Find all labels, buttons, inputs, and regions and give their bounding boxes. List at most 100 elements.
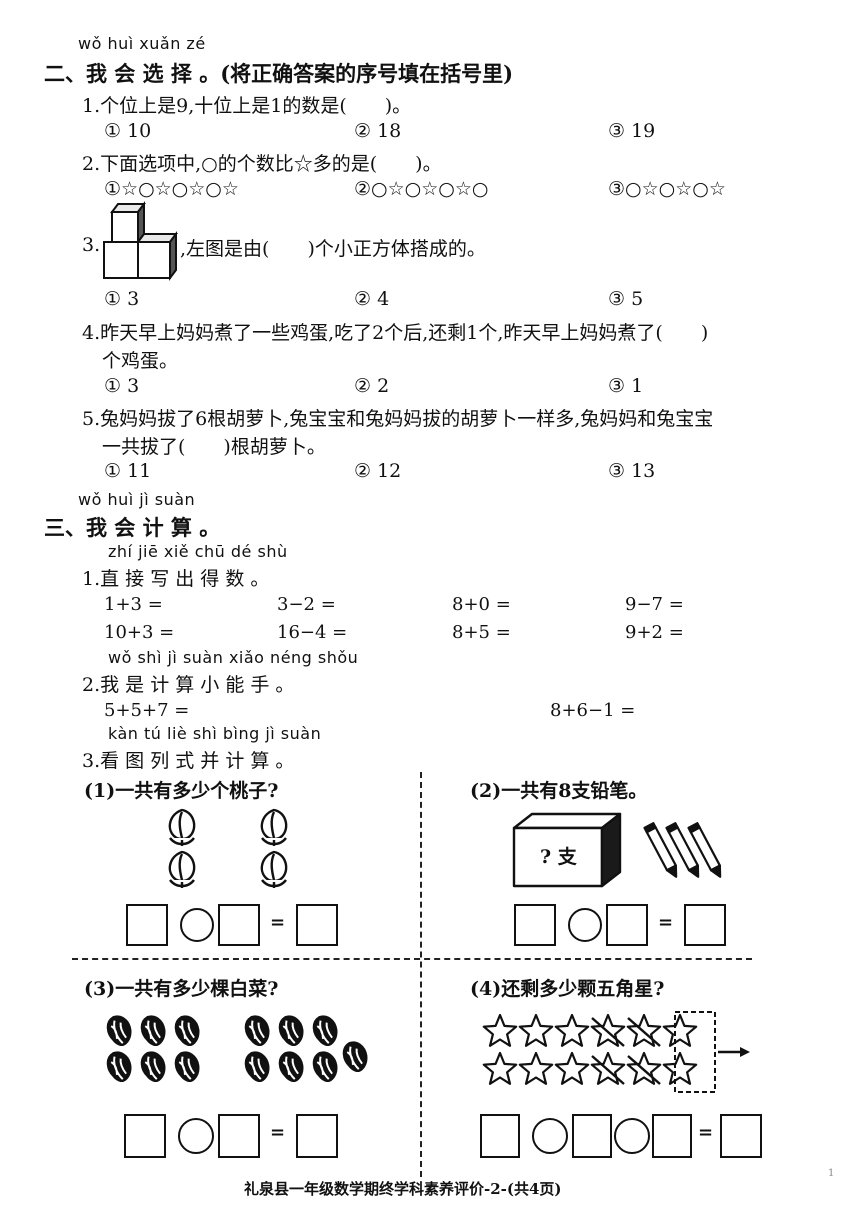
star-icon <box>662 1013 698 1047</box>
cube-stack-figure <box>103 201 178 281</box>
answer-box[interactable] <box>572 1114 612 1158</box>
star-icon <box>662 1051 698 1085</box>
peach-group <box>168 808 288 888</box>
problem2-title: (2)一共有8支铅笔。 <box>470 780 648 802</box>
corner-mark: 1 <box>828 1168 835 1179</box>
cross-out-line <box>591 1055 625 1085</box>
answer-box[interactable] <box>720 1114 762 1158</box>
cabbage-icon <box>312 1015 338 1047</box>
equals-sign: = <box>270 912 286 933</box>
answer-box[interactable] <box>218 904 260 946</box>
answer-box[interactable] <box>514 904 556 946</box>
part1-title: 1.直 接 写 出 得 数 。 <box>82 568 270 590</box>
peach-icon <box>260 808 288 846</box>
cabbage-icon <box>140 1015 166 1047</box>
section2-title: 二、我 会 选 择 。(将正确答案的序号填在括号里) <box>44 61 514 86</box>
cabbage-icon <box>106 1051 132 1083</box>
star-icon <box>626 1051 662 1085</box>
q2-option-2: ②○☆○☆○☆○ <box>354 178 489 200</box>
cross-out-line <box>627 1017 661 1047</box>
q1-stem: 1.个位上是9,十位上是1的数是( )。 <box>82 95 412 117</box>
calc-6: 16−4 = <box>277 622 348 643</box>
cabbage-icon <box>140 1051 166 1083</box>
star-icon <box>482 1013 518 1047</box>
star-icon <box>590 1051 626 1085</box>
star-icon <box>518 1013 554 1047</box>
q5-option-3: ③ 13 <box>608 460 656 482</box>
answer-box[interactable] <box>126 904 168 946</box>
star-icon <box>518 1051 554 1085</box>
q3-stem: ,左图是由( )个小正方体搭成的。 <box>180 238 486 260</box>
dashed-selection-box <box>674 1011 716 1093</box>
problem3-title: (3)一共有多少棵白菜? <box>84 978 279 1000</box>
operator-circle[interactable] <box>532 1118 568 1154</box>
calc-chain-1: 5+5+7 = <box>104 700 190 721</box>
cabbage-icon <box>342 1041 368 1073</box>
page-footer: 礼泉县一年级数学期终学科素养评价-2-(共4页) <box>244 1180 562 1198</box>
part1-pinyin: zhí jiē xiě chū dé shù <box>108 542 288 561</box>
star-icon <box>590 1013 626 1047</box>
answer-box[interactable] <box>124 1114 166 1158</box>
calc-2: 3−2 = <box>277 594 336 615</box>
calc-chain-2: 8+6−1 = <box>550 700 636 721</box>
q3-option-2: ② 4 <box>354 288 390 310</box>
cabbage-icon <box>244 1015 270 1047</box>
star-group <box>482 1011 750 1093</box>
pencils-icon <box>643 822 722 878</box>
operator-circle[interactable] <box>568 908 602 942</box>
cross-out-line <box>591 1017 625 1047</box>
calc-4: 9−7 = <box>625 594 684 615</box>
cabbage-icon <box>278 1015 304 1047</box>
cabbage-icon <box>278 1051 304 1083</box>
cabbage-icon <box>244 1051 270 1083</box>
cabbage-icon <box>174 1015 200 1047</box>
q3-option-1: ① 3 <box>104 288 140 310</box>
answer-box[interactable] <box>480 1114 520 1158</box>
q5-option-2: ② 12 <box>354 460 402 482</box>
calc-7: 8+5 = <box>452 622 511 643</box>
cabbage-icon <box>312 1051 338 1083</box>
q2-option-3: ③○☆○☆○☆ <box>608 178 726 200</box>
cabbage-icon <box>174 1051 200 1083</box>
answer-box[interactable] <box>684 904 726 946</box>
part2-pinyin: wǒ shì jì suàn xiǎo néng shǒu <box>108 648 359 667</box>
operator-circle[interactable] <box>180 908 214 942</box>
q1-option-3: ③ 19 <box>608 120 656 142</box>
arrow-head-icon <box>740 1047 750 1057</box>
section3-title: 三、我 会 计 算 。 <box>44 515 221 540</box>
star-icon <box>554 1051 590 1085</box>
problem1-title: (1)一共有多少个桃子? <box>84 780 279 802</box>
calc-5: 10+3 = <box>104 622 175 643</box>
equals-sign: = <box>658 912 674 933</box>
part2-title: 2.我 是 计 算 小 能 手 。 <box>82 674 295 696</box>
cross-out-line <box>627 1055 661 1085</box>
q1-option-1: ① 10 <box>104 120 152 142</box>
q1-option-2: ② 18 <box>354 120 402 142</box>
answer-box[interactable] <box>652 1114 692 1158</box>
answer-box[interactable] <box>606 904 648 946</box>
q4-option-1: ① 3 <box>104 375 140 397</box>
calc-8: 9+2 = <box>625 622 684 643</box>
answer-box[interactable] <box>218 1114 260 1158</box>
pencil-box-label: ? 支 <box>540 846 577 868</box>
pencil-box-icon <box>512 812 622 888</box>
calc-3: 8+0 = <box>452 594 511 615</box>
q5-option-1: ① 11 <box>104 460 152 482</box>
answer-box[interactable] <box>296 904 338 946</box>
calc-1: 1+3 = <box>104 594 163 615</box>
q3-option-3: ③ 5 <box>608 288 644 310</box>
star-icon <box>626 1013 662 1047</box>
operator-circle[interactable] <box>178 1118 214 1154</box>
star-icon <box>482 1051 518 1085</box>
cabbage-icon <box>106 1015 132 1047</box>
horizontal-divider <box>72 958 752 960</box>
answer-box[interactable] <box>296 1114 338 1158</box>
q4-option-3: ③ 1 <box>608 375 644 397</box>
section2-pinyin: wǒ huì xuǎn zé <box>78 34 206 53</box>
star-icon <box>554 1013 590 1047</box>
operator-circle[interactable] <box>614 1118 650 1154</box>
peach-icon <box>260 850 288 888</box>
equals-sign: = <box>270 1122 286 1143</box>
problem4-title: (4)还剩多少颗五角星? <box>470 978 665 1000</box>
peach-icon <box>168 850 196 888</box>
